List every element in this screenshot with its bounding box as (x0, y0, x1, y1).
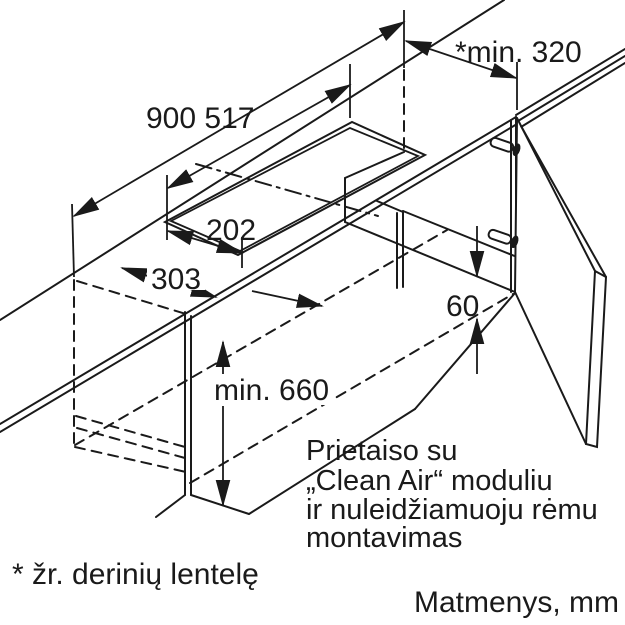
dim-label-202: 202 (206, 214, 256, 247)
cabinet-floor-edges (248, 151, 518, 515)
caption-line-3: ir nuleidžiamuoju rėmu (306, 494, 598, 526)
dim-label-min-660: min. 660 (214, 374, 329, 407)
dim-label-60: 60 (446, 290, 479, 323)
caption-line-1: Prietaiso su (306, 435, 458, 467)
caption-block: Prietaiso su „Clean Air“ moduliu ir nule… (306, 435, 598, 554)
mounting-screw-icon (489, 136, 521, 157)
caption-line-4: montavimas (306, 522, 462, 554)
footnote-text: * žr. derinių lentelę (12, 558, 259, 591)
lowered-frame-duct (155, 311, 250, 518)
hidden-cabinet-lines (73, 69, 514, 484)
dim-label-303: 303 (151, 263, 201, 296)
worktop-cutout-frame (162, 120, 428, 257)
dim-label-min-320: *min. 320 (455, 36, 582, 69)
dimension-lines (72, 21, 518, 507)
mounting-screw-icon (487, 228, 519, 249)
label-mask (147, 263, 205, 290)
units-note: Matmenys, mm (414, 586, 619, 619)
cabinet-door-open (514, 117, 608, 449)
dimension-extension-lines (71, 10, 518, 278)
dim-label-900-517: 900 517 (146, 102, 254, 135)
label-mask (210, 378, 332, 405)
worktop-front-edge (0, 48, 625, 433)
caption-line-2: „Clean Air“ moduliu (306, 465, 553, 497)
dimension-labels: 900 517 202 303 *min. 320 60 min. 660 (146, 36, 582, 407)
